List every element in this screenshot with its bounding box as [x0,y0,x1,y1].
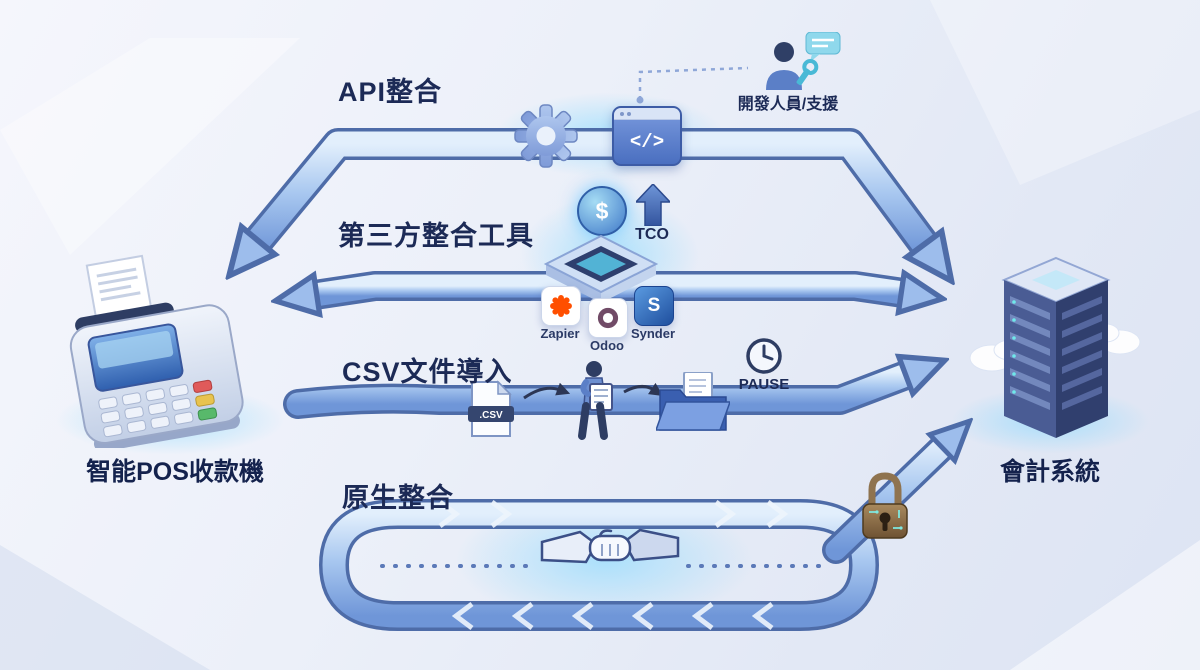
receipt [85,254,153,325]
synder-icon: S [634,286,674,326]
csv-path-label: CSV文件導入 [342,357,513,387]
developer-label: 開發人員/支援 [737,96,839,113]
gear-icon [514,104,578,168]
pause-label: PAUSE [738,376,790,393]
server-slats-left [1010,296,1050,410]
zapier-icon [541,286,581,326]
speech-bubble-icon [805,32,841,55]
coin-icon: $ [577,186,627,236]
carrier-icon [578,361,613,440]
tco-label: TCO [635,226,669,243]
server-slats-right [1062,296,1102,410]
server-leds [1012,300,1016,394]
tco-arrow-icon [636,184,670,226]
code-window-icon: </> [612,106,682,166]
zapier-label: Zapier [540,326,580,341]
pause-clock-icon [746,338,782,374]
pos-terminal-icon [69,254,244,448]
pos-label: 智能POS收款機 [86,458,264,486]
developer-icon [766,32,841,90]
folder-icon [656,372,730,431]
server-icon [969,256,1141,438]
accounting-label: 會計系統 [999,458,1100,486]
third-party-path-label: 第三方整合工具 [338,221,534,251]
padlock-icon [862,472,908,539]
handshake-icon [540,528,680,564]
code-window-text: </> [629,131,665,153]
native-path-label: 原生整合 [342,483,454,513]
code-window-titlebar [614,108,680,120]
odoo-label: Odoo [590,338,624,353]
wrench-icon [796,58,819,86]
csv-badge-text: .CSV [479,410,503,421]
synder-label: Synder [630,326,676,341]
api-path-label: API整合 [338,77,443,107]
pos-keypad [98,384,194,438]
